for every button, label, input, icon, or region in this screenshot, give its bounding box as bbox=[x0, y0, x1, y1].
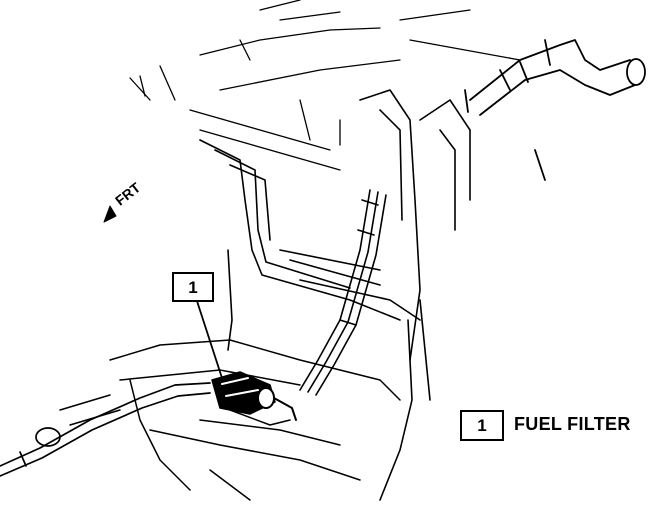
callout-1-number: 1 bbox=[188, 277, 198, 297]
body-panel-lines bbox=[129, 0, 521, 171]
frame-outline bbox=[199, 89, 471, 501]
front-direction-arrow bbox=[103, 205, 117, 223]
lower-fuel-line bbox=[0, 382, 211, 477]
fuel-lines bbox=[299, 189, 387, 396]
callout-leader-line bbox=[195, 297, 223, 379]
tank-lower bbox=[59, 339, 401, 501]
legend-number-box: 1 bbox=[460, 410, 504, 441]
fuel-filter bbox=[211, 371, 297, 426]
legend-label: FUEL FILTER bbox=[514, 414, 631, 434]
legend-number: 1 bbox=[477, 416, 487, 435]
filler-neck bbox=[464, 39, 646, 181]
callout-1-box: 1 bbox=[172, 272, 214, 302]
